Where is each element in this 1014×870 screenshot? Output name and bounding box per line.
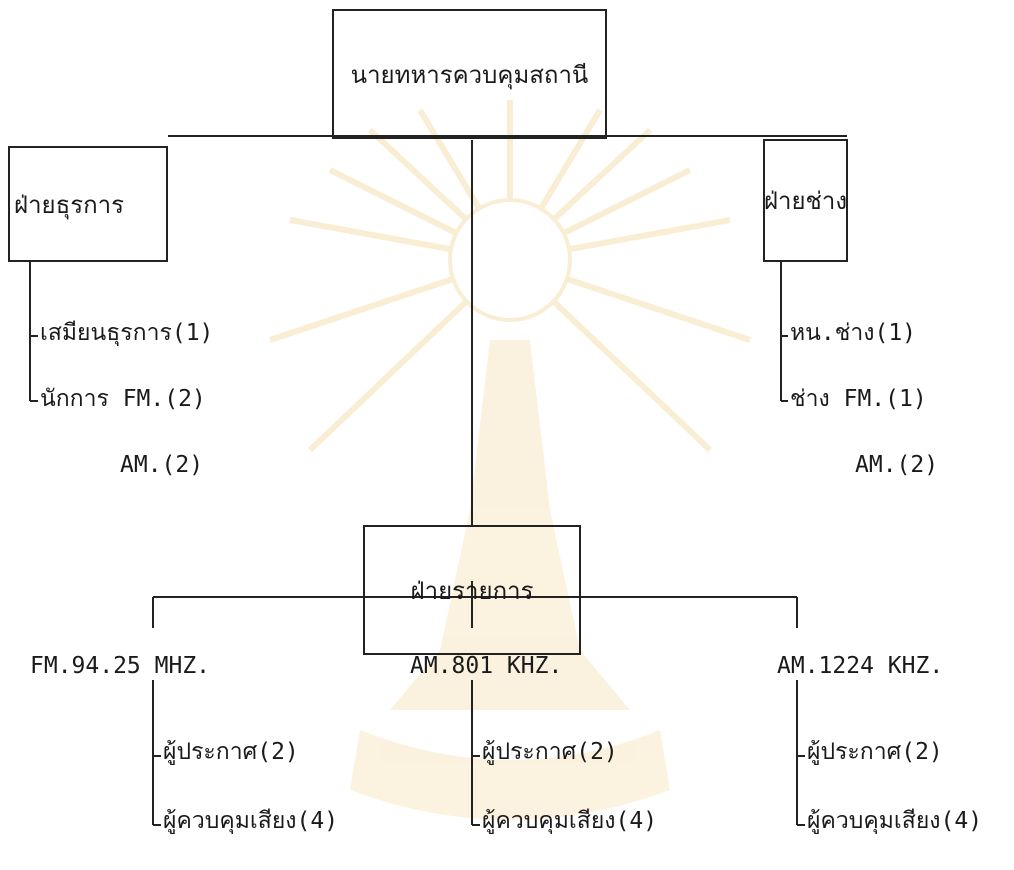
fm-sound-controller: ผู้ควบคุมเสียง(4) [163, 808, 339, 834]
program-label: ฝ่ายรายการ [410, 576, 534, 605]
am1224-sound-controller: ผู้ควบคุมเสียง(4) [807, 808, 983, 834]
station-fm-9425: FM.94.25 MHZ. [30, 653, 211, 679]
admin-box: ฝ่ายธุรการ [8, 146, 168, 262]
root-box: นายทหารควบคุมสถานี [332, 9, 607, 139]
admin-item-messenger-fm: นักการ FM.(2) [40, 386, 206, 412]
program-box: ฝ่ายรายการ [363, 525, 581, 655]
am1224-announcer: ผู้ประกาศ(2) [807, 739, 943, 765]
admin-item-clerk: เสมียนธุรการ(1) [40, 320, 214, 346]
tech-box: ฝ่ายช่าง [763, 139, 848, 262]
tech-item-technician-am: AM.(2) [855, 452, 939, 478]
admin-item-messenger-am: AM.(2) [120, 452, 204, 478]
am801-sound-controller: ผู้ควบคุมเสียง(4) [482, 808, 658, 834]
root-label: นายทหารควบคุมสถานี [350, 60, 589, 89]
station-am-801: AM.801 KHZ. [410, 653, 563, 679]
admin-label: ฝ่ายธุรการ [14, 190, 125, 219]
tech-item-technician-fm: ช่าง FM.(1) [790, 386, 927, 412]
tech-label: ฝ่ายช่าง [763, 187, 848, 215]
station-am-1224: AM.1224 KHZ. [777, 653, 944, 679]
am801-announcer: ผู้ประกาศ(2) [482, 739, 618, 765]
fm-announcer: ผู้ประกาศ(2) [163, 739, 299, 765]
tech-item-chief: หน.ช่าง(1) [790, 320, 917, 346]
